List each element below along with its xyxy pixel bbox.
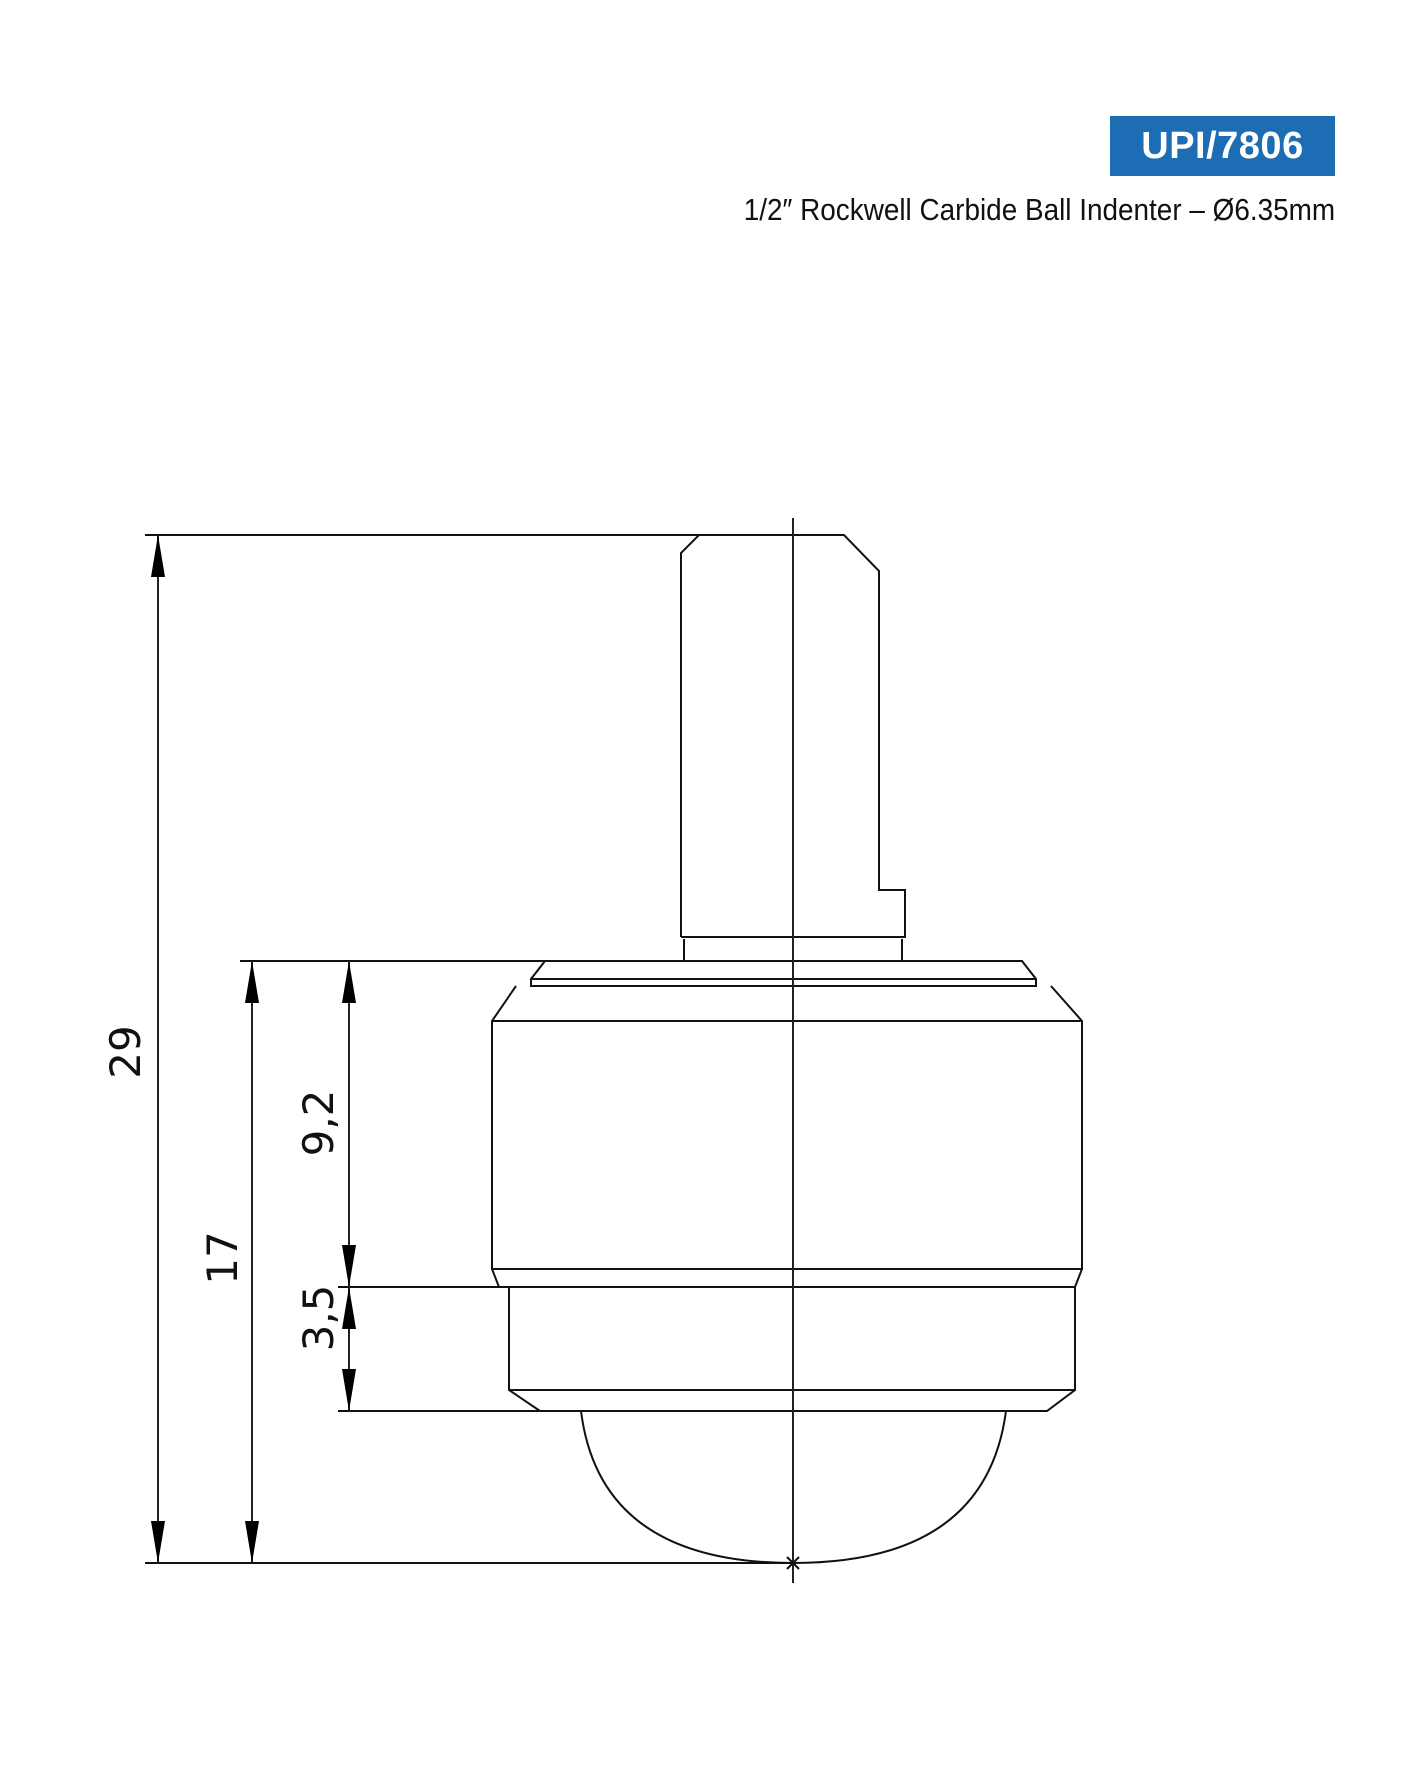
dim-lower-ring: 3,5 — [294, 1285, 343, 1352]
part-description: 1/2″ Rockwell Carbide Ball Indenter – Ø6… — [743, 192, 1335, 227]
arrow-down-icon — [342, 1369, 356, 1411]
arrow-up-icon — [342, 1287, 356, 1329]
arrow-down-icon — [151, 1521, 165, 1563]
arrow-up-icon — [245, 961, 259, 1003]
shank-outline — [680, 534, 906, 938]
arrow-up-icon — [342, 961, 356, 1003]
dim-upper-body: 9,2 — [294, 1090, 343, 1157]
part-code-badge: UPI/7806 — [1110, 116, 1335, 176]
dimension-lines — [157, 535, 350, 1563]
arrow-down-icon — [342, 1245, 356, 1287]
extension-lines — [145, 534, 793, 1564]
dimension-arrows — [151, 535, 356, 1563]
dim-body-height: 17 — [198, 1231, 247, 1284]
dim-overall-height: 29 — [101, 1025, 150, 1078]
upper-body-outline — [491, 985, 1083, 1288]
arrow-up-icon — [151, 535, 165, 577]
indenter-outline — [491, 534, 1083, 1565]
arrow-down-icon — [245, 1521, 259, 1563]
flange-outline — [530, 960, 1037, 987]
